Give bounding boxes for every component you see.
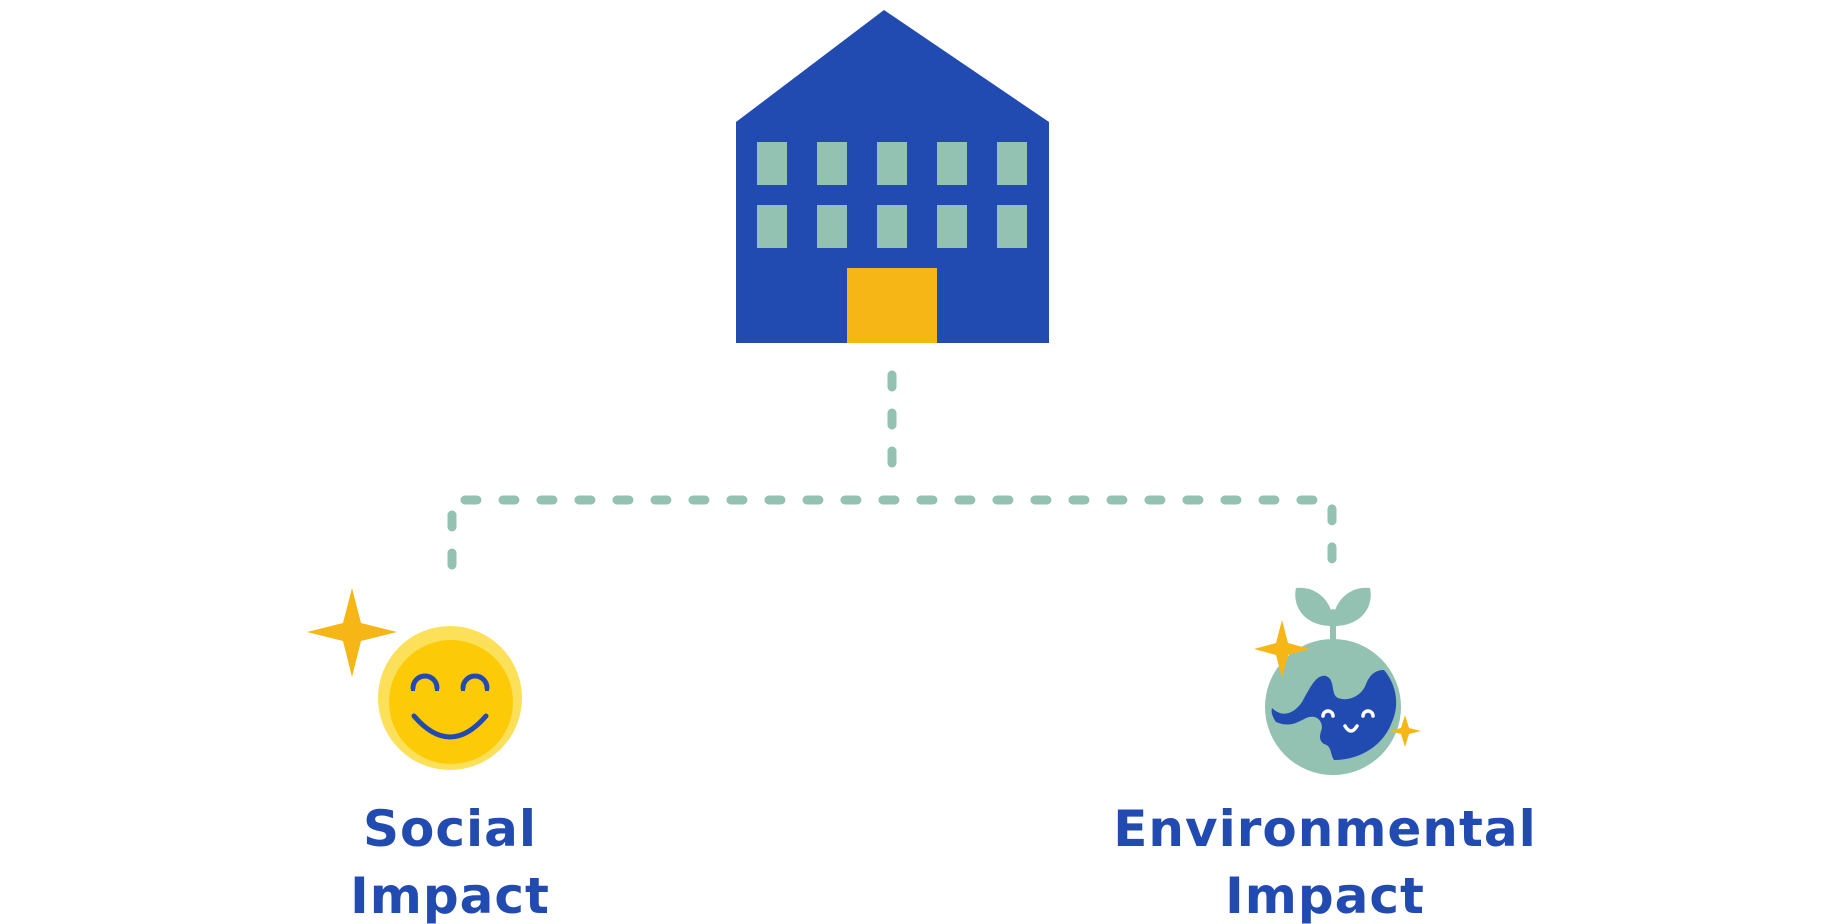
window: [877, 142, 907, 185]
connector-lines: [447, 370, 1337, 570]
window: [817, 205, 847, 248]
leaf-right: [1334, 587, 1371, 626]
sparkle-icon: [307, 588, 397, 677]
globe-sprout-icon: [1265, 587, 1401, 775]
connector-branches: [447, 495, 1337, 570]
social-label-line2: Impact: [350, 867, 550, 924]
smiley-inner: [389, 640, 513, 764]
building-door: [847, 268, 937, 343]
sparkle-icon: [1254, 620, 1310, 678]
social-impact-label: Social Impact: [350, 800, 550, 924]
sparkle-icon: [1389, 715, 1421, 747]
window: [757, 205, 787, 248]
sprout-icon: [1295, 587, 1371, 651]
window: [817, 142, 847, 185]
window: [997, 205, 1027, 248]
globe-mouth: [1343, 724, 1359, 733]
globe-right-eye: [1361, 709, 1375, 718]
building-icon: [736, 10, 1049, 343]
environmental-label-line1: Environmental: [1113, 800, 1536, 858]
smiley-left-eye: [410, 673, 440, 691]
social-label-line1: Social: [363, 800, 537, 858]
building-windows: [757, 142, 1027, 248]
smiley-face-icon: [378, 626, 522, 770]
smiley-right-eye: [460, 673, 490, 691]
window: [757, 142, 787, 185]
environmental-impact-label: Environmental Impact: [1113, 800, 1536, 924]
window: [937, 205, 967, 248]
window: [937, 142, 967, 185]
smiley-mouth: [411, 713, 489, 740]
leaf-left: [1295, 587, 1332, 626]
environmental-label-line2: Impact: [1225, 867, 1425, 924]
window: [877, 205, 907, 248]
globe-left-eye: [1321, 709, 1335, 718]
window: [997, 142, 1027, 185]
